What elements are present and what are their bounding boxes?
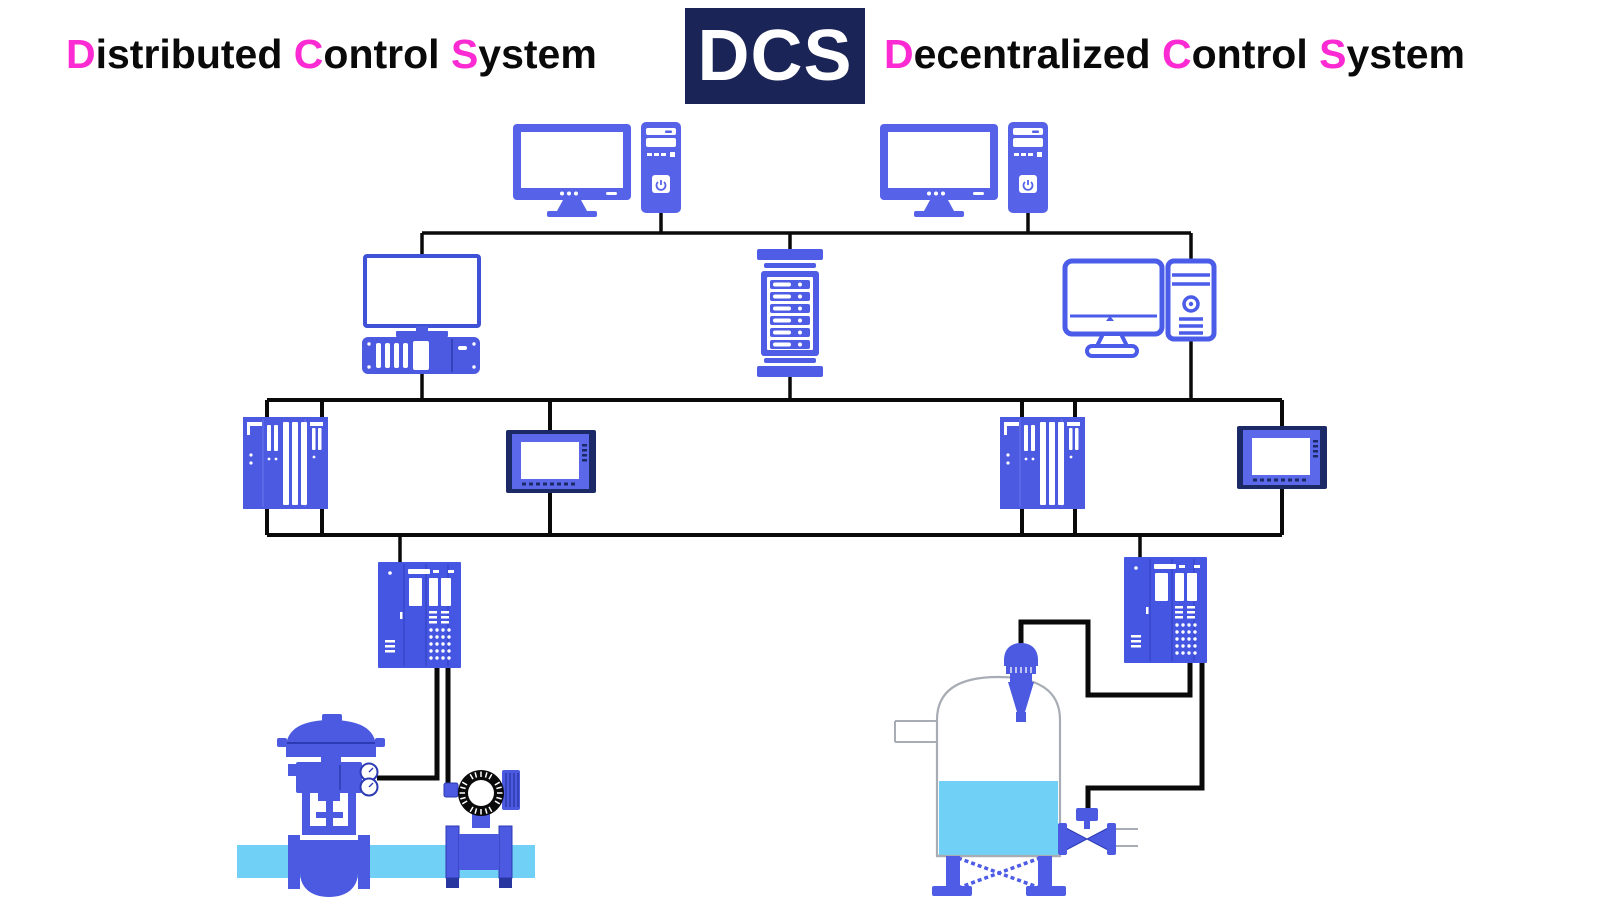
right-title: Decentralized Control System [884, 31, 1466, 77]
valve-signal-cable [377, 668, 440, 781]
hmi-panel-left-icon [506, 430, 596, 493]
controller-risers [265, 400, 1284, 535]
dcs-badge: DCS [685, 8, 865, 104]
left-title-letter-s: S [450, 31, 479, 77]
flow-meter-icon [443, 770, 520, 888]
right-title-letter-s: S [1319, 31, 1347, 77]
right-title-letter-c: C [1162, 31, 1192, 77]
storage-tank-icon [932, 675, 1066, 896]
valve-flange-right [358, 835, 370, 889]
valve-flange-left [288, 835, 300, 889]
right-title-letter-d: D [884, 31, 914, 77]
left-title-letter-d: D [66, 31, 96, 77]
level-transmitter-icon [1004, 643, 1038, 722]
valve-actuator-dome [286, 720, 376, 757]
outlet-valve-icon [1058, 808, 1116, 855]
hmi-panel-right-icon [1237, 426, 1327, 489]
valve-globe-body [300, 848, 358, 897]
mid-bus-drops [420, 339, 1193, 400]
flowmeter-flange-right [498, 825, 513, 879]
left-title-letter-c: C [293, 31, 324, 77]
io-drops [398, 535, 1142, 562]
level-transmitter-cable [1018, 619, 1193, 698]
top-bus-drops [420, 213, 1193, 261]
tank-leg-bracing [957, 856, 1041, 890]
control-valve-icon [277, 714, 385, 897]
operator-station-icon [362, 254, 481, 374]
left-title: Distributed Control System [66, 31, 597, 77]
tank-inlet-pipe [894, 720, 938, 743]
transmitter-head [1004, 643, 1038, 666]
engineering-monitor [1062, 258, 1165, 337]
engineering-computer-icon [1062, 258, 1217, 358]
plc-rack-right-icon [999, 416, 1086, 510]
tank-leg-left [946, 856, 960, 888]
tank-leg-right [1038, 856, 1052, 888]
flowmeter-flange-left [445, 825, 460, 879]
tank-liquid [939, 781, 1058, 855]
flowmeter-connector [502, 770, 520, 810]
transmitter-horn [1008, 682, 1034, 712]
remote-io-left-icon [377, 561, 462, 669]
plc-rack-left-icon [242, 416, 329, 510]
server-rack-icon [757, 249, 823, 377]
engineering-workstation-left-icon [512, 121, 682, 218]
remote-io-right-icon [1123, 556, 1208, 664]
valve-positioner-body [296, 762, 362, 793]
engineering-workstation-right-icon [879, 121, 1049, 218]
operator-monitor [363, 254, 481, 328]
outlet-valve-cable [1085, 663, 1205, 810]
outlet-valve-actuator [1076, 808, 1098, 821]
